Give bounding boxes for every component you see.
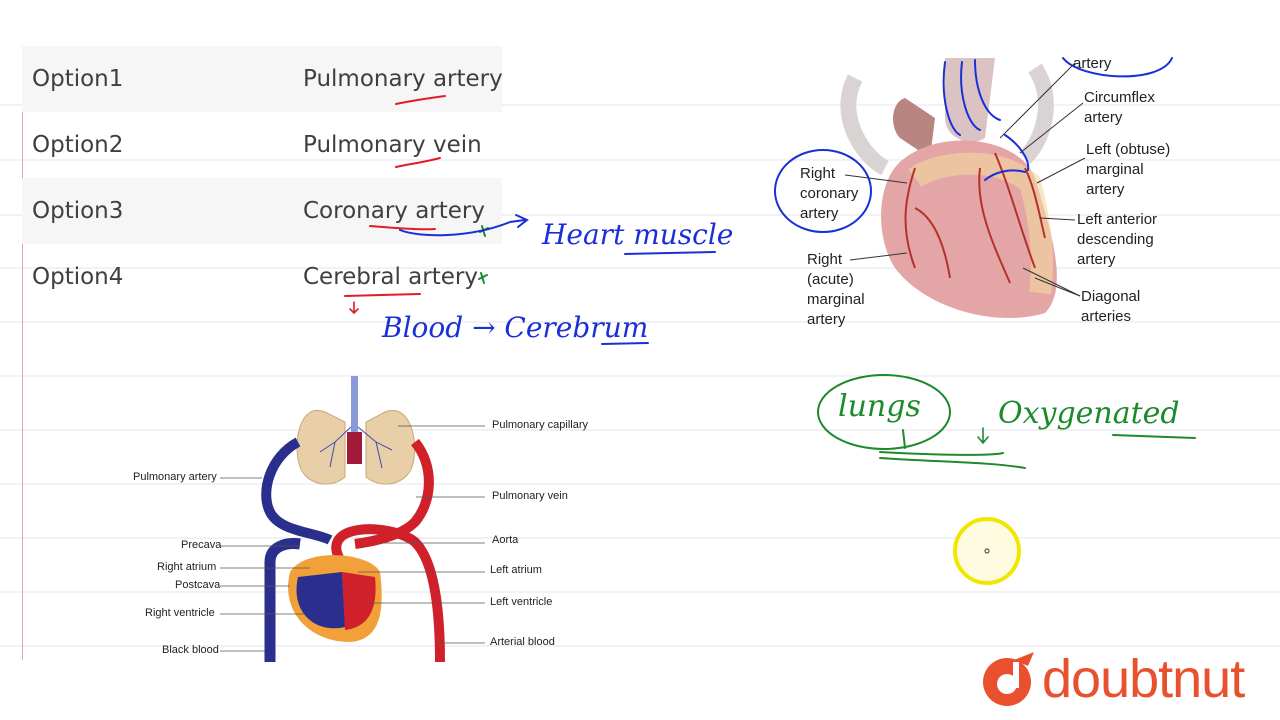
label-right-ventricle: Right ventricle bbox=[145, 607, 215, 619]
option-label: Option1 bbox=[32, 66, 124, 92]
label-pulmonary-artery: Pulmonary artery bbox=[133, 471, 217, 483]
option-label: Option3 bbox=[32, 198, 124, 224]
option-answer: Cerebral artery bbox=[303, 264, 478, 290]
annotation-heart-muscle: Heart muscle bbox=[542, 218, 734, 251]
label-right-atrium: Right atrium bbox=[157, 561, 217, 573]
circulation-illustration bbox=[220, 376, 485, 663]
label-black-blood: Black blood bbox=[162, 644, 219, 656]
label-left-obtuse-marginal: Left (obtuse) marginal artery bbox=[1086, 141, 1171, 198]
option-label: Option2 bbox=[32, 132, 124, 158]
option-row-3[interactable]: Option3 Coronary artery bbox=[22, 178, 502, 244]
label-right-acute-marginal: Right (acute) marginal artery bbox=[807, 251, 865, 328]
label-right-coronary: Right coronary artery bbox=[800, 165, 859, 222]
label-artery-top: artery bbox=[1073, 55, 1112, 72]
label-arterial-blood: Arterial blood bbox=[490, 636, 555, 648]
option-answer: Pulmonary vein bbox=[303, 132, 482, 158]
label-left-atrium: Left atrium bbox=[490, 564, 542, 576]
annotation-oxygenated: Oxygenated bbox=[998, 396, 1180, 431]
option-row-2[interactable]: Option2 Pulmonary vein bbox=[22, 112, 502, 178]
label-pulmonary-vein: Pulmonary vein bbox=[492, 490, 568, 502]
margin-line bbox=[22, 58, 23, 660]
label-circumflex: Circumflex artery bbox=[1084, 89, 1155, 126]
label-precava: Precava bbox=[181, 539, 222, 551]
doubtnut-logo-icon bbox=[983, 652, 1034, 706]
option-row-4[interactable]: Option4 Cerebral artery bbox=[22, 244, 502, 310]
option-answer: Coronary artery bbox=[303, 198, 485, 224]
pointer-highlight bbox=[953, 517, 1021, 585]
annotation-blood-cerebrum: Blood → Cerebrum bbox=[382, 311, 649, 344]
label-left-anterior-descending: Left anterior descending artery bbox=[1077, 211, 1158, 268]
label-pulmonary-capillary: Pulmonary capillary bbox=[492, 419, 588, 431]
circulation-diagram: Pulmonary artery Precava Right atrium Po… bbox=[130, 372, 595, 663]
doubtnut-wordmark: doubtnut bbox=[1042, 649, 1245, 709]
option-row-1[interactable]: Option1 Pulmonary artery bbox=[22, 46, 503, 112]
label-aorta: Aorta bbox=[492, 534, 519, 546]
label-left-ventricle: Left ventricle bbox=[490, 596, 553, 608]
option-label: Option4 bbox=[32, 264, 124, 290]
label-postcava: Postcava bbox=[175, 579, 221, 591]
coronary-diagram: artery Circumflex artery Left (obtuse) m… bbox=[795, 55, 1185, 333]
option-answer: Pulmonary artery bbox=[303, 66, 503, 92]
label-diagonal-arteries: Diagonal arteries bbox=[1081, 288, 1141, 325]
annotation-lungs: lungs bbox=[838, 389, 921, 424]
doubtnut-brand: doubtnut bbox=[980, 649, 1245, 709]
